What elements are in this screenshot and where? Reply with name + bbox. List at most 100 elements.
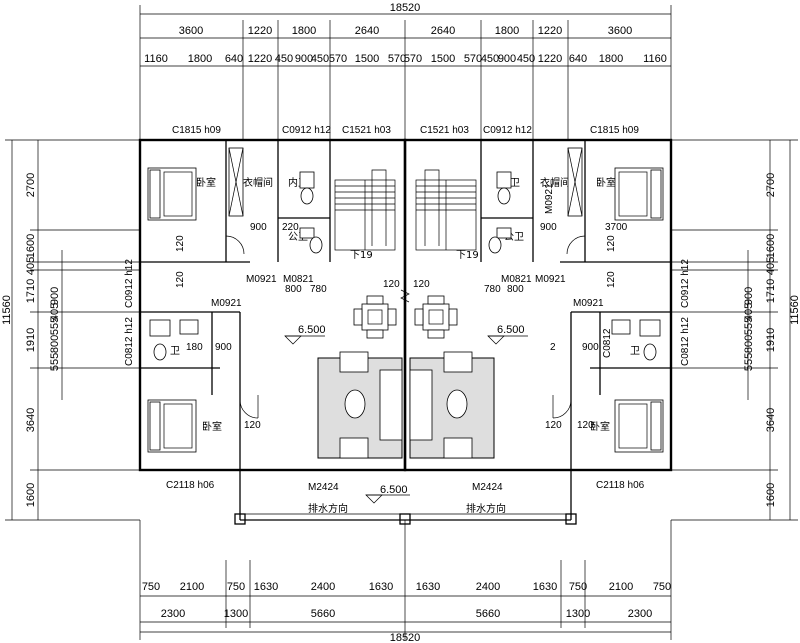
bed-top-right: [614, 167, 664, 221]
window-label: C0912 h12: [483, 125, 532, 136]
small-dim: 800: [285, 284, 302, 295]
bed-top-left: [147, 167, 197, 221]
dim-left-6: 3640: [25, 408, 37, 432]
window-label: C0912 h12: [282, 125, 331, 136]
dim-left-7: 1600: [25, 483, 37, 507]
small-dim: 120: [577, 420, 594, 431]
dim-right-5: 1910: [765, 328, 777, 352]
small-dimensions: 900 220 120 120 800 780 120 120 780 800 …: [175, 222, 628, 431]
dim-bot-11: 2100: [609, 581, 633, 593]
sofa-set-left: [317, 351, 403, 459]
small-dim: 120: [606, 235, 617, 252]
dim-bot-7: 1630: [416, 581, 440, 593]
stair-left: 下19: [334, 169, 396, 261]
stair-down-label: 下19: [456, 250, 479, 261]
toilet: [299, 171, 323, 254]
dining-table-right: [414, 295, 458, 339]
overall-height-left: 11560: [1, 295, 13, 325]
dim-left-inner-1: 900: [49, 287, 61, 305]
dim-bot-9: 1630: [533, 581, 557, 593]
dim-bot-2: 2100: [180, 581, 204, 593]
small-dim: 800: [507, 284, 524, 295]
dim-bot2-1: 2300: [161, 608, 185, 620]
window-label: C1521 h03: [420, 125, 469, 136]
dim-bot-4: 1630: [254, 581, 278, 593]
dim-right-inner-5: 555: [743, 353, 755, 371]
dim-right-inner-2: 405: [743, 303, 755, 321]
small-dim: 900: [582, 342, 599, 353]
right-dimensions: 11560 2700 1600 405 1710 1910 3640 1600 …: [671, 139, 800, 521]
elevation-value: 6.500: [380, 484, 408, 496]
bed-bottom-left: [147, 399, 197, 453]
dim-left-inner-4: 800: [49, 335, 61, 353]
bottom-dimensions: 750 2100 750 1630 2400 1630 1630 2400 16…: [139, 520, 672, 643]
room-closet: 衣帽间: [243, 176, 273, 189]
room-bedroom: 卧室: [196, 176, 216, 189]
elevation-value: 6.500: [497, 324, 525, 336]
door-label: M0921: [535, 274, 566, 285]
drain-direction-label: 排水方向: [308, 502, 348, 515]
sofa-set-right: [409, 351, 495, 459]
room-labels: 卧室 衣帽间 内卫 公卫 衣帽间 内卫 公卫 卧室 卫 卫 卧室 卧室 排水方向…: [170, 176, 640, 515]
small-dim: 3700: [605, 222, 628, 233]
small-dim: 120: [175, 271, 186, 288]
dim-right-inner-4: 800: [743, 335, 755, 353]
elevation-triangle: [284, 335, 302, 345]
dim-top2-17: 1220: [538, 53, 562, 65]
toilet: [149, 319, 199, 361]
dim-top2-20: 1160: [643, 53, 667, 65]
toilet: [611, 319, 661, 361]
dim-top2-4: 1220: [248, 53, 272, 65]
dim-bot-6: 1630: [369, 581, 393, 593]
dim-top2-14: 450: [481, 53, 499, 65]
dim-bot-12: 750: [653, 581, 671, 593]
dim-right-inner-3: 555: [743, 317, 755, 335]
small-dim: 120: [606, 271, 617, 288]
dim-top2-15: 900: [498, 53, 516, 65]
dim-right-7: 1600: [765, 483, 777, 507]
door-label: M0921: [573, 298, 604, 309]
overall-width-top: 18520: [390, 2, 421, 14]
window-label: C1815 h09: [172, 125, 221, 136]
dim-bot-1: 750: [142, 581, 160, 593]
elevation-triangle: [365, 494, 383, 504]
small-dim: 120: [413, 279, 430, 290]
window-label: C1815 h09: [590, 125, 639, 136]
small-dim: 900: [215, 342, 232, 353]
building-walls: [138, 138, 673, 525]
dim-top2-8: 570: [329, 53, 347, 65]
small-dim: 120: [175, 235, 186, 252]
elevation-triangle: [487, 335, 505, 345]
dim-right-4: 1710: [765, 279, 777, 303]
dim-top2-19: 1800: [599, 53, 623, 65]
dim-top2-12: 1500: [431, 53, 455, 65]
dim-left-1: 2700: [25, 173, 37, 197]
door-swings: [225, 235, 586, 419]
small-dim: 780: [310, 284, 327, 295]
dim-top2-1: 1160: [144, 53, 168, 65]
top-dimensions: 18520 3600 1220 1800 2640 2640 1800 1220…: [139, 2, 672, 140]
dim-top2-11: 570: [404, 53, 422, 65]
door-label: M0821: [283, 274, 314, 285]
balcony-post: [565, 513, 577, 525]
balcony-post: [399, 513, 411, 525]
room-closet: 衣帽间: [540, 176, 570, 189]
drain-direction-label: 排水方向: [466, 502, 506, 515]
dim-top-1: 3600: [179, 25, 203, 37]
window-label: C0912 h12: [124, 259, 135, 308]
room-bedroom: 卧室: [590, 420, 610, 433]
room-bedroom: 卧室: [202, 420, 222, 433]
dim-top2-16: 450: [517, 53, 535, 65]
dim-top2-18: 640: [569, 53, 587, 65]
center-break: [400, 140, 410, 470]
dim-top2-3: 640: [225, 53, 243, 65]
door-label: M2424: [472, 482, 503, 493]
dim-right-1: 2700: [765, 173, 777, 197]
dim-left-inner-2: 405: [49, 303, 61, 321]
dining-table-left: [353, 295, 397, 339]
dim-top2-5: 450: [275, 53, 293, 65]
elevation-markers: 6.500 6.500 6.500: [284, 324, 528, 504]
overall-width-bottom: 18520: [390, 632, 421, 643]
dim-top2-2: 1800: [188, 53, 212, 65]
